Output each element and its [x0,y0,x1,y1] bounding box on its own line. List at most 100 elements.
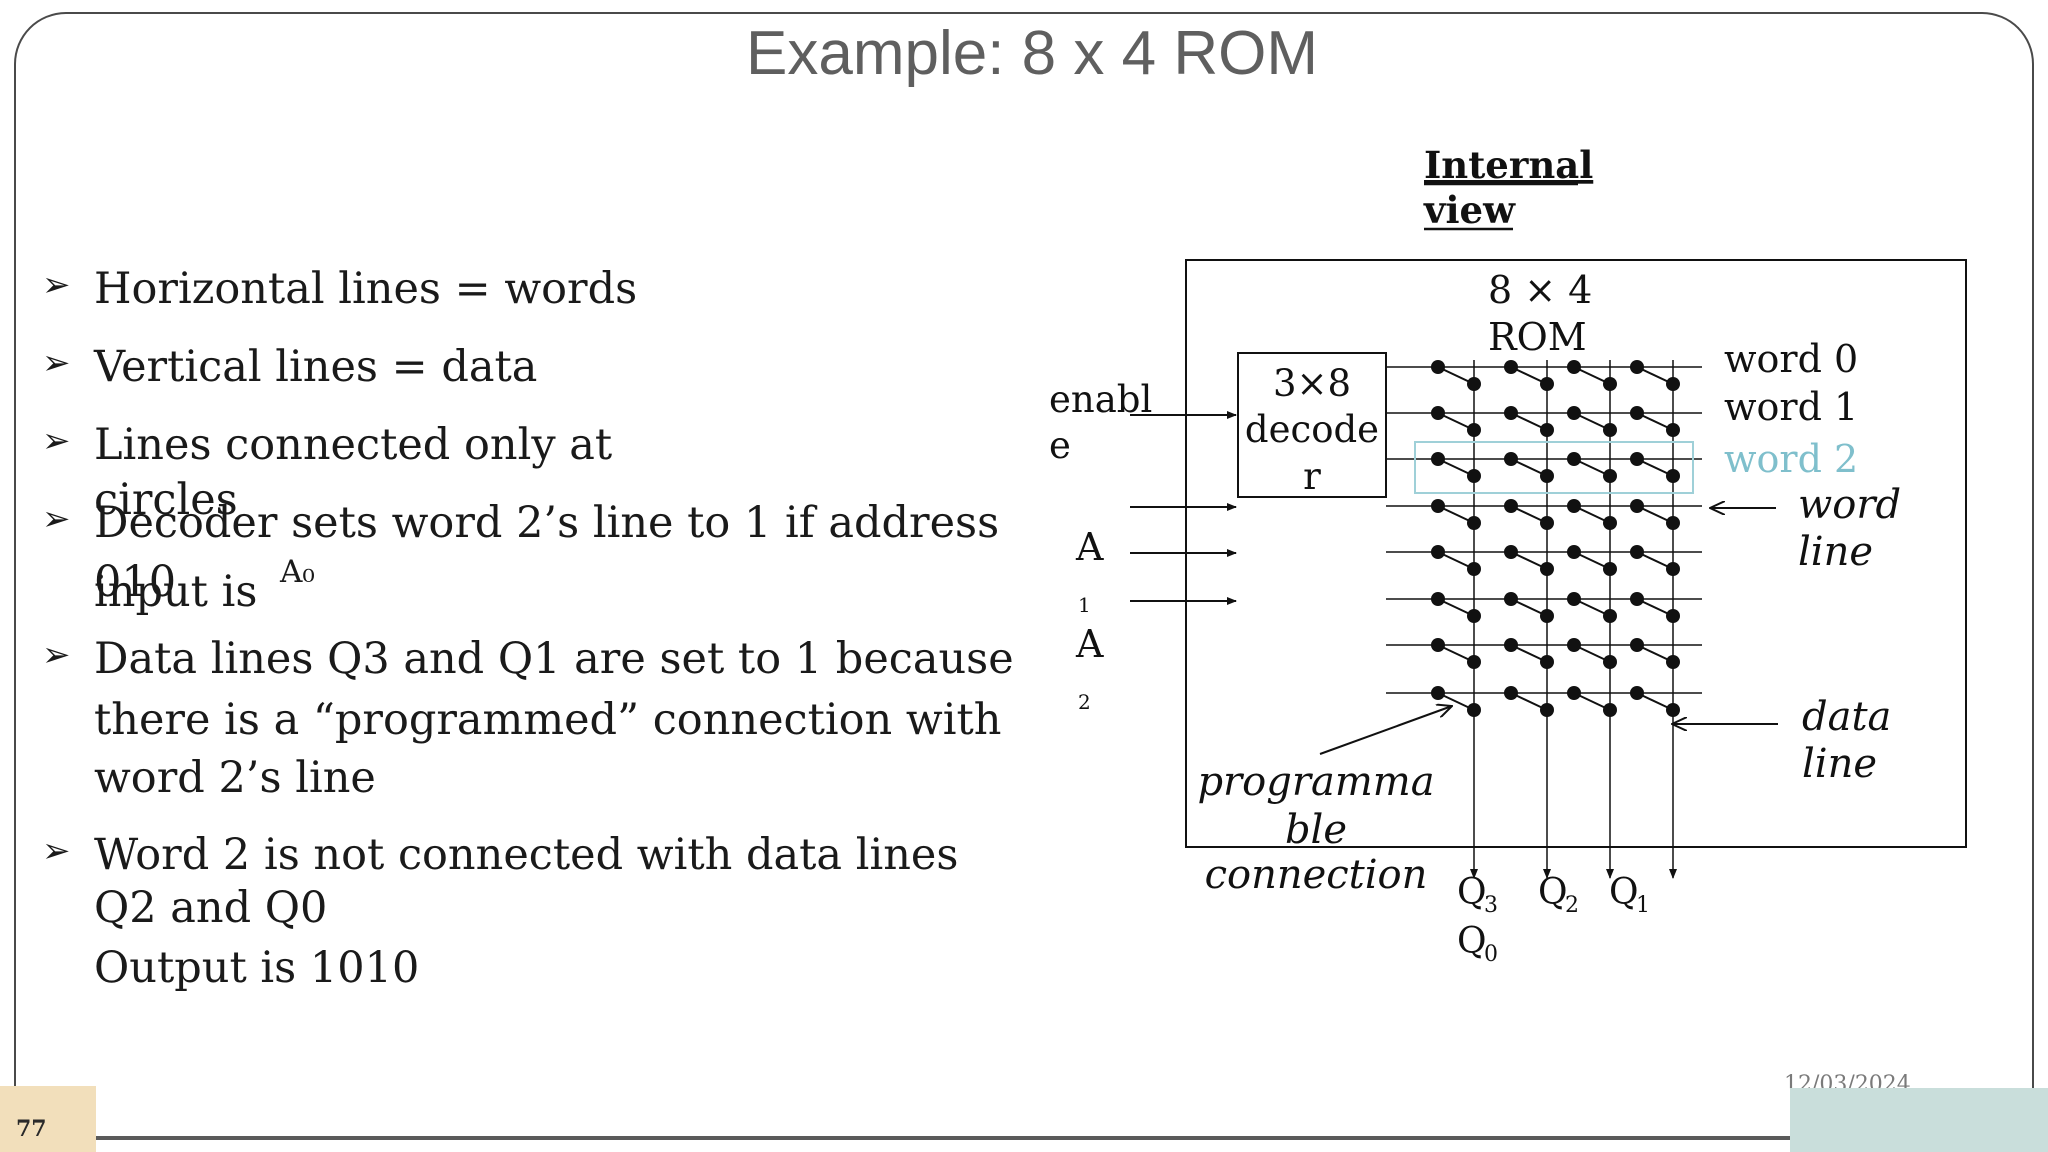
connection-dot [1504,499,1518,513]
bullet-4: Decoder sets word 2’s line to 1 if addre… [94,498,1000,548]
connection-dot [1666,562,1680,576]
slide-frame [14,12,2034,1140]
connection-dot [1467,655,1481,669]
address-a2-label: A [1075,622,1104,666]
connection-dot [1504,592,1518,606]
connection-dot [1567,452,1581,466]
address-a1-label: A [1075,525,1104,569]
bullet-5: Data lines Q3 and Q1 are set to 1 becaus… [94,634,1014,684]
connection-dot [1630,592,1644,606]
connection-dot [1666,703,1680,717]
connection-dot [1431,406,1445,420]
footer-left-block [0,1086,96,1152]
bullet-1: Horizontal lines = words [94,264,638,314]
connection-dot [1504,686,1518,700]
rom-label-1: 8 × 4 [1488,268,1592,312]
decoder-label-2: decode [1245,408,1379,451]
connection-dot [1603,469,1617,483]
output-q2-label: Q [1538,872,1568,913]
connection-dot [1504,406,1518,420]
connection-dot [1603,609,1617,623]
bullet-arrow-icon: ➢ [42,499,71,539]
slide-title: Example: 8 x 4 ROM [746,19,1318,88]
connection-links [1431,360,1680,717]
connection-dot [1567,592,1581,606]
output-q1-sub: 1 [1636,893,1650,918]
connection-dot [1666,377,1680,391]
bullet-4-address: 010 [94,557,177,607]
bullet-3-continuation: circles [94,475,238,525]
footer-right-block [1790,1088,2048,1152]
connection-dot [1630,360,1644,374]
decoder-box [1237,352,1387,498]
connection-dot [1603,655,1617,669]
connection-dot [1603,423,1617,437]
address-a1-sub: 1 [1078,593,1091,617]
data-lines [1470,360,1677,879]
connection-dot [1567,360,1581,374]
output-q3-label: Q [1457,872,1487,913]
bullet-6: Word 2 is not connected with data lines [94,830,959,880]
prog-conn-label-3: connection [1205,852,1428,898]
connection-dot [1467,516,1481,530]
connection-dot [1630,499,1644,513]
connection-dot [1630,686,1644,700]
enable-label-1: enabl [1049,378,1152,421]
bullet-arrow-icon: ➢ [42,421,71,461]
bullet-4-a0-label: A₀ [280,554,315,590]
bullet-3: Lines connected only at [94,420,613,470]
connection-dot [1666,655,1680,669]
word-line-label-1: word [1798,482,1901,528]
connection-dot [1504,638,1518,652]
connection-dot [1467,423,1481,437]
connection-dot [1467,703,1481,717]
bullet-2: Vertical lines = data [94,342,538,392]
connection-dot [1666,423,1680,437]
rom-label-2: ROM [1488,315,1587,359]
connection-dot [1603,562,1617,576]
connection-dot [1666,469,1680,483]
output-q1-label: Q [1609,872,1639,913]
connection-dot [1630,452,1644,466]
connection-dot [1540,469,1554,483]
output-q3-sub: 3 [1484,893,1498,918]
connection-dot [1431,452,1445,466]
connection-dot [1467,609,1481,623]
word-1-label: word 1 [1724,385,1858,429]
prog-conn-arrow [1319,706,1452,755]
connection-dot [1504,545,1518,559]
bullet-4-input-is: input is [94,567,258,617]
connection-dot [1431,545,1445,559]
connection-dot [1540,562,1554,576]
connection-dot [1567,638,1581,652]
connection-dot [1467,469,1481,483]
slide-bottom-border [14,1136,2034,1140]
decoder-label-1: 3×8 [1273,362,1351,405]
prog-conn-label-1: programma [1197,759,1434,805]
connection-dot [1567,406,1581,420]
output-q2-sub: 2 [1565,893,1579,918]
internal-view-heading: Internal [1424,143,1593,187]
data-line-label-1: data [1802,694,1891,740]
output-q0-sub: 0 [1484,942,1498,967]
connection-dot [1567,499,1581,513]
connection-dot [1540,516,1554,530]
connection-dot [1467,377,1481,391]
connection-dot [1630,406,1644,420]
connection-dot [1540,423,1554,437]
footer-date: 12/03/2024 [1784,1072,1911,1097]
word-2-highlight-box [1414,441,1694,494]
word-0-label: word 0 [1724,337,1858,381]
connection-dot [1467,562,1481,576]
enable-label-2: e [1049,424,1071,467]
connection-dot [1603,377,1617,391]
address-a2-sub: 2 [1078,690,1091,714]
word-line-label-2: line [1798,529,1873,575]
bullet-arrow-icon: ➢ [42,265,71,305]
connection-dot [1567,545,1581,559]
bullet-5-line-3: word 2’s line [94,753,376,803]
data-line-label-2: line [1802,741,1877,787]
connection-dot [1603,703,1617,717]
bullet-6-line-2: Q2 and Q0 [94,883,328,933]
